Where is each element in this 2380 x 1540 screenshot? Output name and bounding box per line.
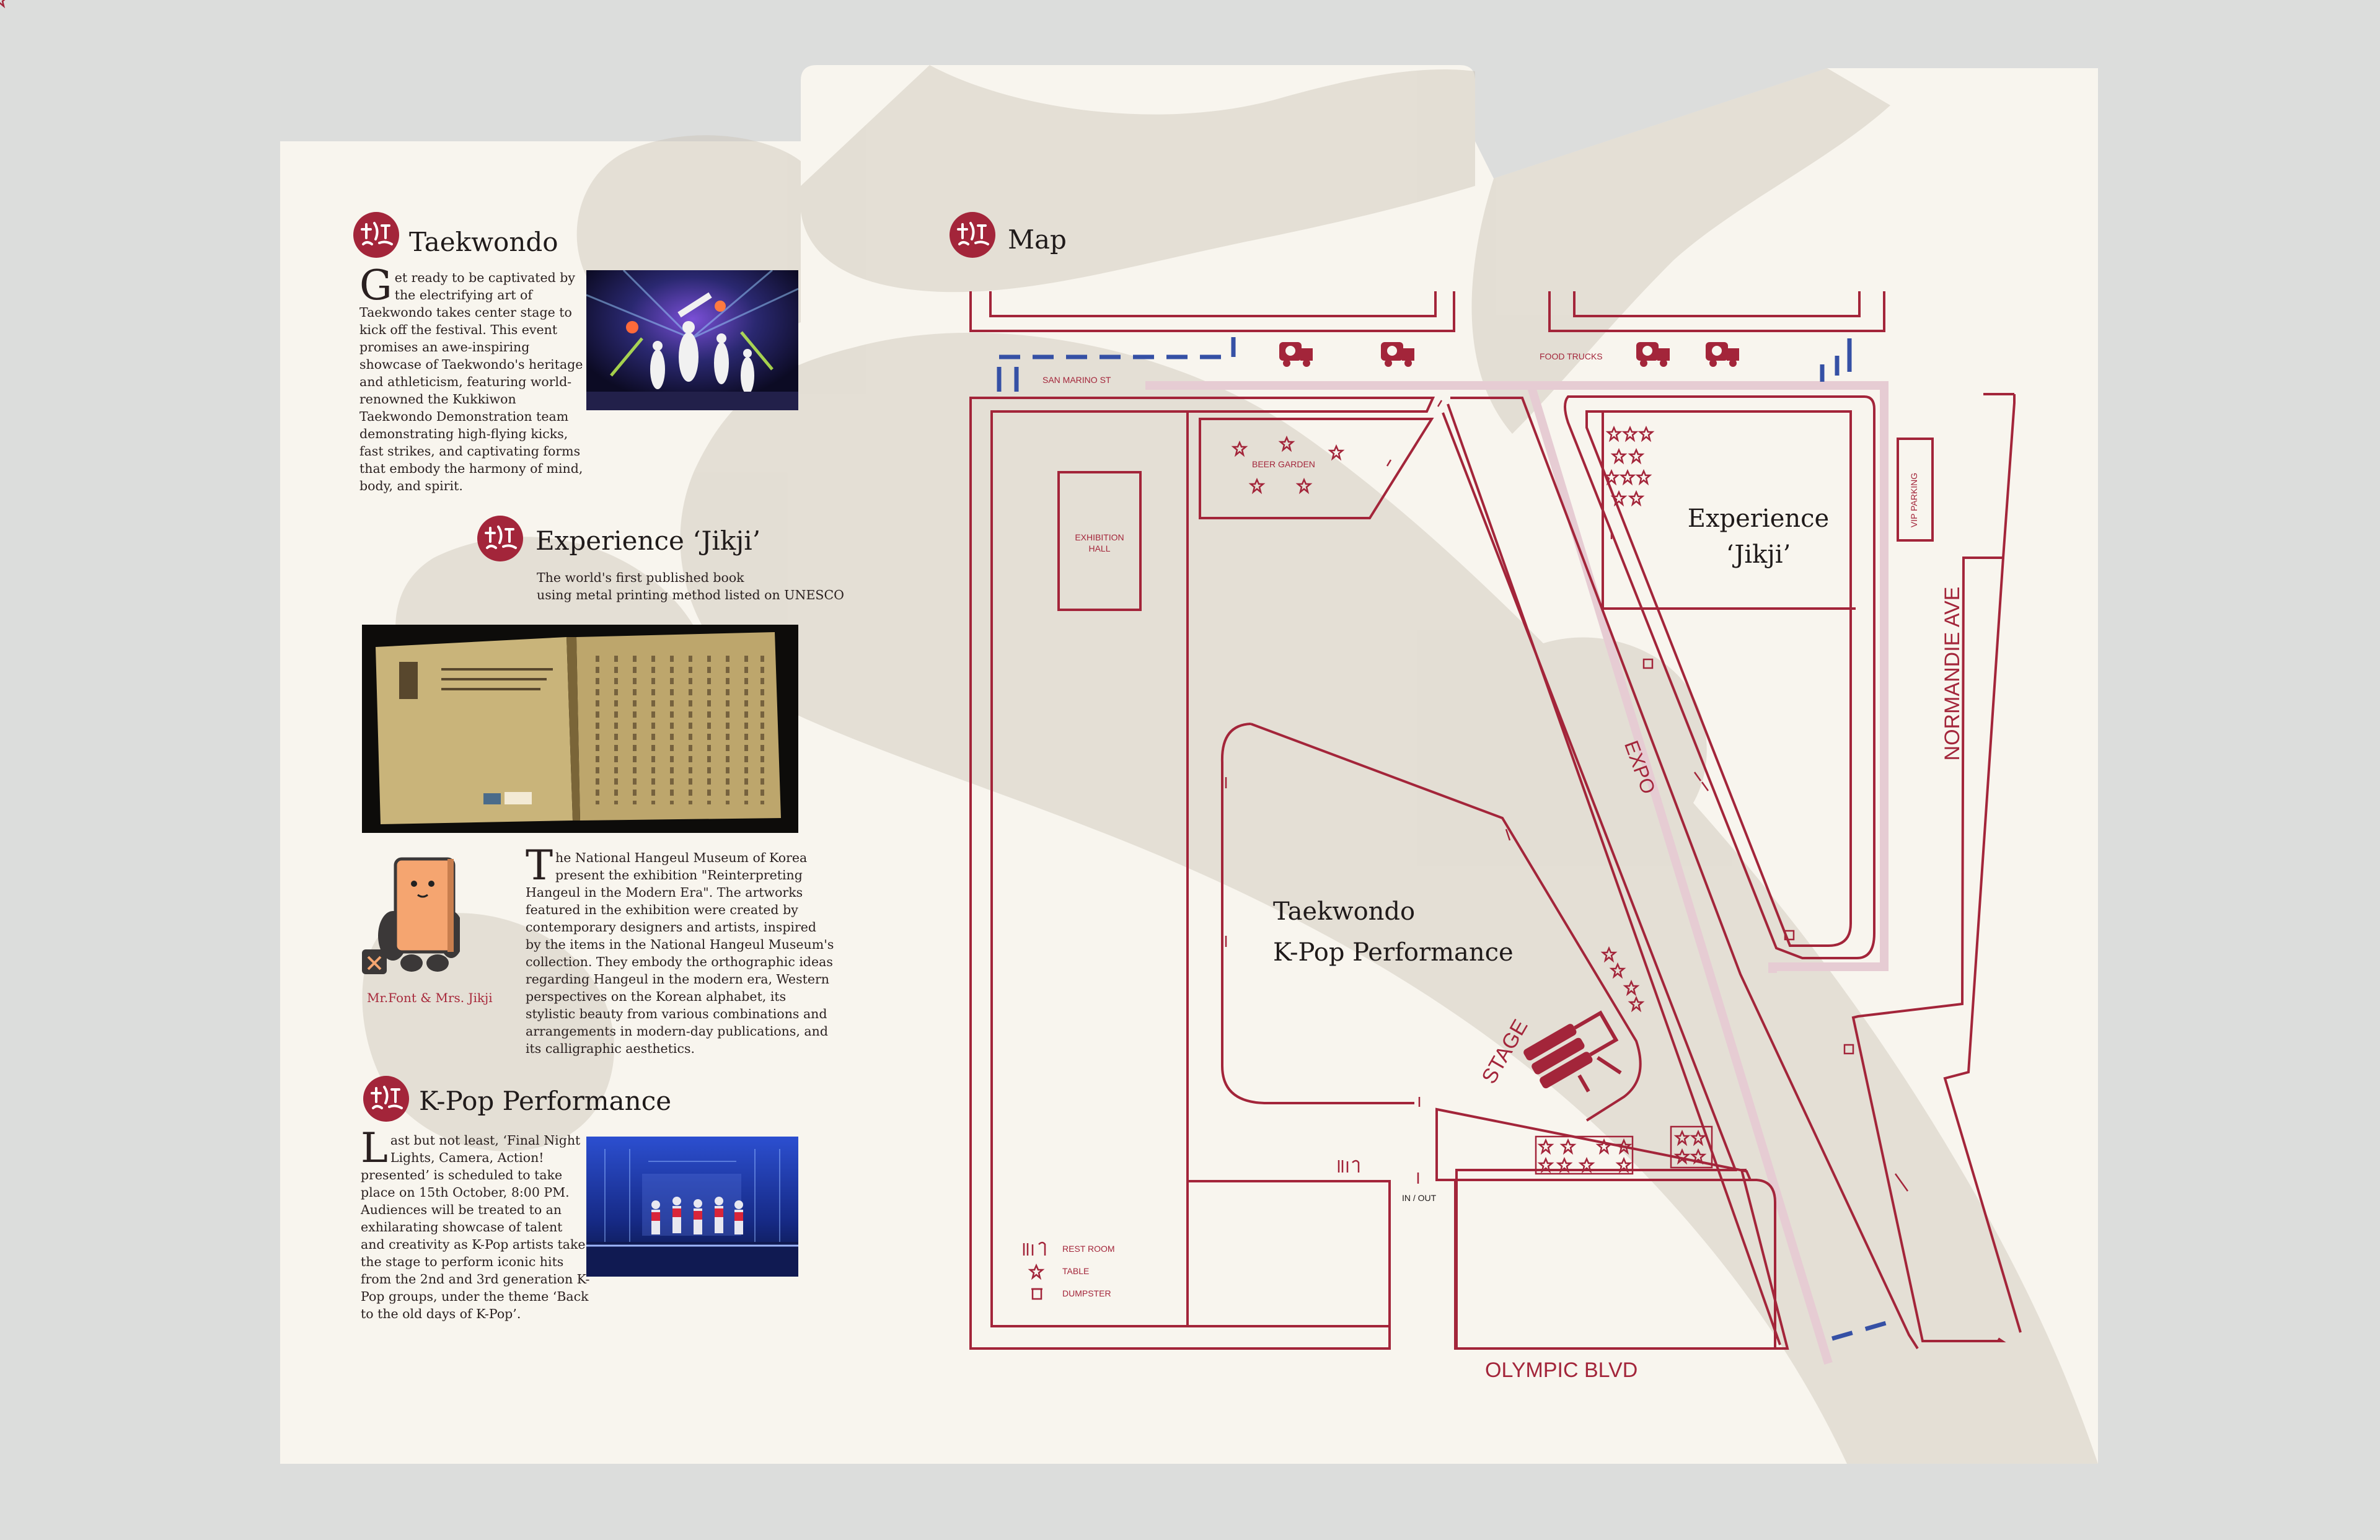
jikji-subtitle-line2: using metal printing method listed on UN… xyxy=(537,587,844,602)
dumpster-legend-icon xyxy=(1031,1288,1042,1300)
vip-parking-area xyxy=(1897,438,1934,542)
top-building-right xyxy=(1548,291,1885,332)
olympic-blvd-label: OLYMPIC BLVD xyxy=(1485,1358,1638,1382)
exhibition-hall-label: EXHIBITION HALL xyxy=(1071,532,1128,554)
beer-garden-area xyxy=(1199,418,1434,519)
taekwondo-description: et ready to be captivated by the electri… xyxy=(359,270,583,493)
normandie-ave-label: NORMANDIE AVE xyxy=(1941,586,1964,761)
jikji-description: he National Hangeul Museum of Korea pres… xyxy=(526,850,834,1056)
san-marino-street-label: SAN MARINO ST xyxy=(1042,375,1111,385)
mr-font-mrs-jikji-mascot xyxy=(362,857,460,974)
left-block xyxy=(969,397,1435,1350)
jikji-subtitle: The world's first published book using m… xyxy=(537,569,844,604)
exhibition-hall-building xyxy=(1057,471,1142,611)
legend-icons xyxy=(1023,1241,1046,1300)
mascot-caption: Mr.Font & Mrs. Jikji xyxy=(367,990,493,1005)
taekwondo-dropcap: G xyxy=(359,262,392,309)
kpop-title: K-Pop Performance xyxy=(419,1086,672,1116)
jikji-outer-block xyxy=(1564,395,1875,959)
main-area-line2: K-Pop Performance xyxy=(1273,938,1514,967)
table-icons xyxy=(0,0,1713,1175)
top-building-left xyxy=(969,291,1455,332)
table-legend-icon xyxy=(1028,1263,1045,1280)
jikji-book-photo xyxy=(362,625,798,833)
stage-icon xyxy=(1523,1010,1622,1093)
legend-dumpster-label: DUMPSTER xyxy=(1062,1288,1111,1298)
legend-table-label: TABLE xyxy=(1062,1266,1090,1276)
kpop-stage-photo xyxy=(586,1137,798,1277)
main-area-label: Taekwondo K-Pop Performance xyxy=(1273,891,1514,973)
legend-restroom-label: REST ROOM xyxy=(1062,1244,1115,1254)
in-out-label: IN / OUT xyxy=(1402,1193,1437,1203)
jikji-area-line1: Experience xyxy=(1687,504,1830,533)
food-trucks-label: FOOD TRUCKS xyxy=(1540,351,1603,361)
jikji-area-line2: ‘Jikji’ xyxy=(1726,540,1791,569)
restroom-legend-icon xyxy=(1023,1241,1046,1256)
jikji-area-label: Experience ‘Jikji’ xyxy=(1687,501,1830,573)
jikji-emblem-icon xyxy=(477,516,523,561)
expo-road-right xyxy=(1450,397,1919,1350)
kpop-dropcap: L xyxy=(361,1124,388,1172)
jikji-title: Experience ‘Jikji’ xyxy=(536,526,761,556)
exhibition-hall-line2: HALL xyxy=(1088,543,1111,553)
beer-garden-label: BEER GARDEN xyxy=(1252,459,1315,469)
taekwondo-photo xyxy=(586,270,798,410)
taekwondo-title: Taekwondo xyxy=(409,227,558,257)
jikji-dropcap: T xyxy=(526,842,553,889)
main-area-line1: Taekwondo xyxy=(1273,897,1416,926)
vip-parking-label: VIP PARKING xyxy=(1909,472,1919,528)
expo-road-left xyxy=(1447,403,1781,1345)
main-area-left xyxy=(1220,723,1414,1104)
taekwondo-emblem-icon xyxy=(353,212,399,258)
bottom-building xyxy=(1454,1179,1776,1350)
main-area-right xyxy=(1250,723,1642,1122)
kpop-emblem-icon xyxy=(363,1076,409,1122)
map-title: Map xyxy=(1008,224,1067,255)
food-truck-icons xyxy=(1279,342,1739,367)
kpop-description: ast but not least, ‘Final Night Lights, … xyxy=(361,1133,590,1321)
map-emblem-icon xyxy=(950,212,995,258)
exhibition-hall-line1: EXHIBITION xyxy=(1075,532,1124,542)
jikji-subtitle-line1: The world's first published book xyxy=(537,570,744,585)
